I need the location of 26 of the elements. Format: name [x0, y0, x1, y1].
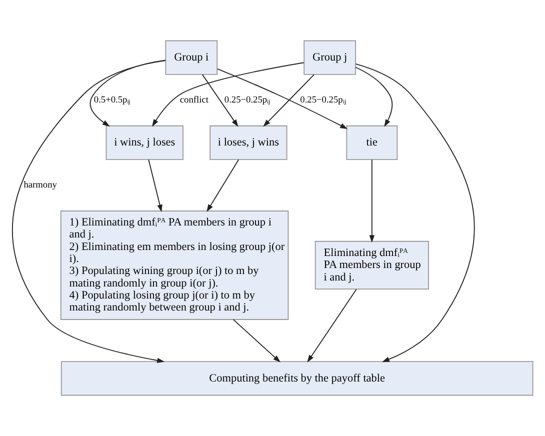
edge-label: conflict	[180, 95, 208, 106]
edge-label: harmony	[24, 180, 57, 191]
node-box: tie	[346, 125, 398, 160]
arrow	[307, 288, 357, 362]
edge-label: 0.25−0.25pᵢⱼ	[300, 95, 346, 106]
arrow	[369, 159, 375, 243]
node-box: i loses, j wins	[210, 125, 288, 160]
arrow	[217, 68, 348, 130]
node-box: i wins, j loses	[106, 125, 184, 160]
arrow	[206, 159, 240, 212]
arrow	[148, 159, 162, 212]
node-box: Eliminating dmfᵢᴾᴬ PA members in group i and j.	[314, 240, 429, 290]
arrow	[355, 63, 475, 362]
arrow	[355, 66, 393, 127]
arrow	[232, 319, 281, 362]
arrow	[152, 62, 304, 127]
arrow	[90, 60, 166, 127]
arrow	[12, 60, 166, 364]
node-box: Group j	[304, 40, 356, 75]
edge-label: 0.25−0.25pᵢⱼ	[224, 95, 271, 106]
arrow	[263, 74, 315, 127]
node-box: Computing benefits by the payoff table	[60, 361, 534, 396]
node-box: 1) Eliminating dmfᵢᴾᴬ PA members in group i and j. 2) Eliminating em members in losing group j(or i). 3) Populating wining group i(or j) to m by mating randomly in group i(or j). 4) Populating losing group j(or i) to m by mating randomly between group i and j.	[60, 210, 289, 320]
arrow	[202, 74, 238, 127]
node-box: Group i	[165, 40, 218, 75]
edge-label: 0.5+0.5pᵢⱼ	[94, 95, 131, 106]
